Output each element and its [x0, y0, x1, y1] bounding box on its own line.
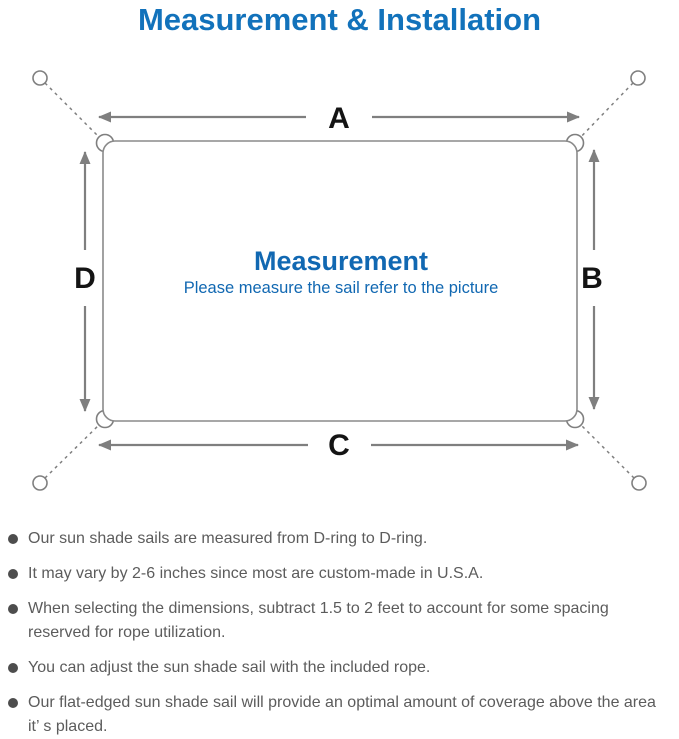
- dim-label-d: D: [74, 262, 96, 295]
- anchor-ring-bottom-right: [631, 475, 647, 491]
- bullet-icon: [8, 569, 18, 579]
- rope-line-bottom-right: [574, 418, 635, 479]
- list-item: It may vary by 2-6 inches since most are…: [8, 562, 668, 586]
- anchor-ring-top-left: [32, 70, 48, 86]
- diagram-center-subtitle: Please measure the sail refer to the pic…: [184, 279, 499, 297]
- note-text: It may vary by 2-6 inches since most are…: [28, 565, 484, 582]
- rope-line-top-left: [44, 82, 106, 144]
- bullet-icon: [8, 663, 18, 673]
- note-text: You can adjust the sun shade sail with t…: [28, 659, 431, 676]
- notes-list: Our sun shade sails are measured from D-…: [8, 527, 668, 739]
- list-item: Our sun shade sails are measured from D-…: [8, 527, 668, 551]
- dim-label-c: C: [328, 429, 350, 462]
- list-item: Our flat-edged sun shade sail will provi…: [8, 691, 668, 739]
- list-item: You can adjust the sun shade sail with t…: [8, 656, 668, 680]
- anchor-ring-top-right: [630, 70, 646, 86]
- diagram-center-heading: Measurement: [254, 246, 428, 276]
- rope-line-bottom-left: [44, 418, 106, 479]
- bullet-icon: [8, 698, 18, 708]
- note-text: When selecting the dimensions, subtract …: [28, 600, 609, 641]
- page-title: Measurement & Installation: [137, 2, 542, 37]
- note-text: Our flat-edged sun shade sail will provi…: [28, 694, 656, 735]
- dim-label-b: B: [581, 262, 603, 295]
- list-item: When selecting the dimensions, subtract …: [8, 597, 668, 645]
- bullet-icon: [8, 534, 18, 544]
- rope-line-top-right: [574, 82, 634, 144]
- anchor-ring-bottom-left: [32, 475, 48, 491]
- dim-label-a: A: [328, 102, 350, 135]
- bullet-icon: [8, 604, 18, 614]
- note-text: Our sun shade sails are measured from D-…: [28, 530, 428, 547]
- sail-rectangle: [102, 140, 578, 422]
